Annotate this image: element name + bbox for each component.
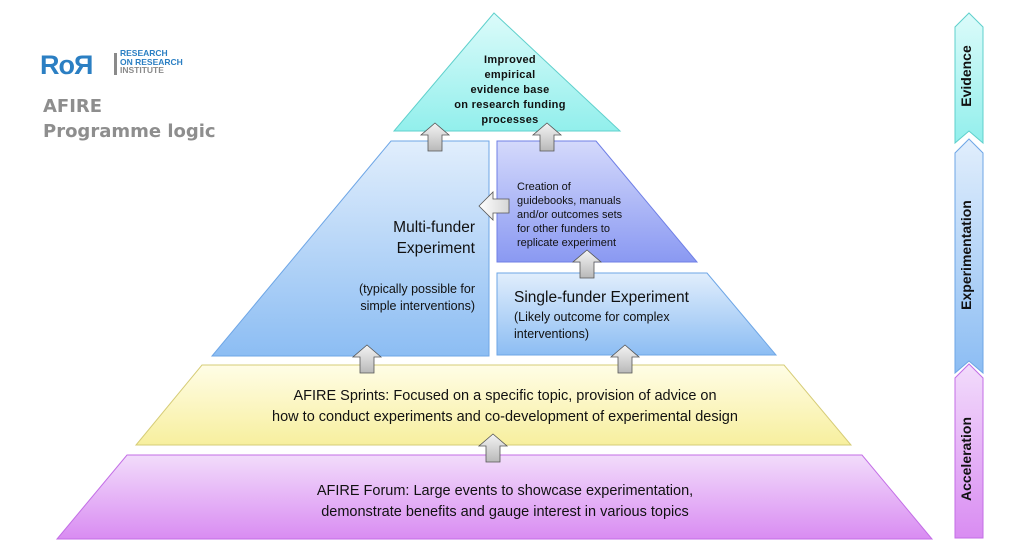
forum-label: AFIRE Forum: Large events to showcase ex… bbox=[255, 481, 755, 523]
label-line: how to conduct experiments and co-develo… bbox=[272, 409, 738, 425]
single-funder-title: Single-funder Experiment bbox=[514, 289, 689, 306]
label-line: Multi-funder bbox=[393, 219, 475, 236]
stage-experimentation-band bbox=[954, 138, 984, 375]
label-line: empirical bbox=[484, 69, 536, 81]
label-line: Creation of bbox=[517, 181, 571, 193]
logo-line: INSTITUTE bbox=[120, 65, 164, 75]
label-line: AFIRE Forum: Large events to showcase ex… bbox=[316, 483, 694, 499]
tier-single-funder bbox=[496, 272, 778, 356]
label-line: Improved bbox=[484, 54, 536, 66]
arrow-up-icon bbox=[531, 122, 563, 152]
label-line: evidence base bbox=[470, 84, 550, 96]
label-line: guidebooks, manuals bbox=[517, 195, 621, 207]
tier-multi-funder bbox=[210, 140, 490, 357]
page-title: AFIRE Programme logic bbox=[43, 94, 216, 144]
multi-funder-title: Multi-funder Experiment bbox=[300, 217, 475, 259]
arrow-up-icon bbox=[419, 122, 451, 152]
label-line: demonstrate benefits and gauge interest … bbox=[321, 504, 689, 520]
tier-sprints bbox=[134, 364, 853, 446]
tier-guidebooks bbox=[496, 140, 699, 263]
stage-acceleration-band bbox=[954, 363, 984, 539]
logo-line: RESEARCH bbox=[120, 48, 168, 58]
logo-divider bbox=[114, 53, 117, 75]
label-line: and/or outcomes sets bbox=[517, 209, 623, 221]
tier-evidence bbox=[392, 12, 622, 132]
stage-label-evidence: Evidence bbox=[958, 45, 974, 107]
label-line: interventions) bbox=[514, 327, 590, 341]
label-line: (Likely outcome for complex bbox=[514, 310, 670, 324]
ror-logo-text: RESEARCH ON RESEARCH INSTITUTE bbox=[120, 49, 183, 75]
stage-label-acceleration: Acceleration bbox=[958, 416, 974, 502]
arrow-up-icon bbox=[609, 344, 641, 374]
arrow-up-icon bbox=[571, 249, 603, 279]
label-line: on research funding bbox=[454, 99, 566, 111]
multi-funder-subtitle: (typically possible for simple intervent… bbox=[300, 281, 475, 315]
arrow-up-icon bbox=[477, 433, 509, 463]
label-line: simple interventions) bbox=[360, 299, 475, 313]
label-line: replicate experiment bbox=[517, 237, 617, 249]
sprints-label: AFIRE Sprints: Focused on a specific top… bbox=[225, 386, 785, 428]
logo-line: ON RESEARCH bbox=[120, 56, 183, 67]
label-line: (typically possible for bbox=[358, 282, 475, 296]
label-line: processes bbox=[481, 114, 539, 126]
label-line: AFIRE Sprints: Focused on a specific top… bbox=[293, 388, 717, 404]
evidence-apex-label: Improved empirical evidence base on rese… bbox=[430, 53, 590, 128]
stage-evidence-band bbox=[954, 12, 984, 145]
label-line: for other funders to bbox=[517, 223, 610, 235]
single-funder-subtitle: (Likely outcome for complex intervention… bbox=[514, 309, 754, 343]
arrow-up-icon bbox=[351, 344, 383, 374]
label-line: Experiment bbox=[396, 240, 475, 257]
title-line: Programme logic bbox=[43, 121, 216, 142]
arrow-left-icon bbox=[478, 191, 510, 221]
title-line: AFIRE bbox=[43, 96, 103, 117]
ror-logo-wordmark: RoЯ bbox=[40, 50, 93, 80]
tier-forum bbox=[55, 454, 934, 540]
guidebooks-label: Creation of guidebooks, manuals and/or o… bbox=[517, 180, 697, 250]
stage-label-experimentation: Experimentation bbox=[958, 200, 974, 310]
